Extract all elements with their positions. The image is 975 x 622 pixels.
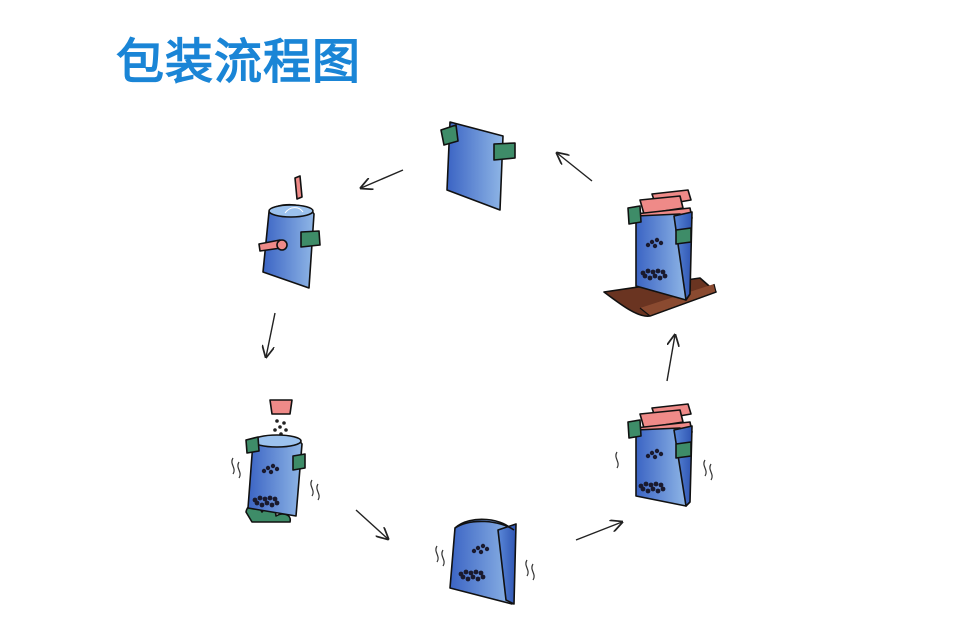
arrow-step1-to-step2 [361, 169, 404, 188]
bag-forming-icon [258, 175, 321, 289]
bag-filling-icon [231, 399, 320, 523]
arrow-step3-to-step4 [355, 509, 388, 539]
bag-output-conveyor-icon [603, 189, 717, 317]
page-title: 包装流程图 [116, 34, 362, 90]
arrow-step5-to-step6 [666, 335, 675, 382]
arrow-step2-to-step3 [266, 312, 276, 357]
flat-bag-icon [440, 121, 516, 211]
bag-shaking-icon [435, 518, 535, 605]
arrow-step6-to-step1 [557, 153, 593, 182]
arrow-step4-to-step5 [575, 522, 622, 541]
bag-sealing-icon [615, 403, 713, 507]
